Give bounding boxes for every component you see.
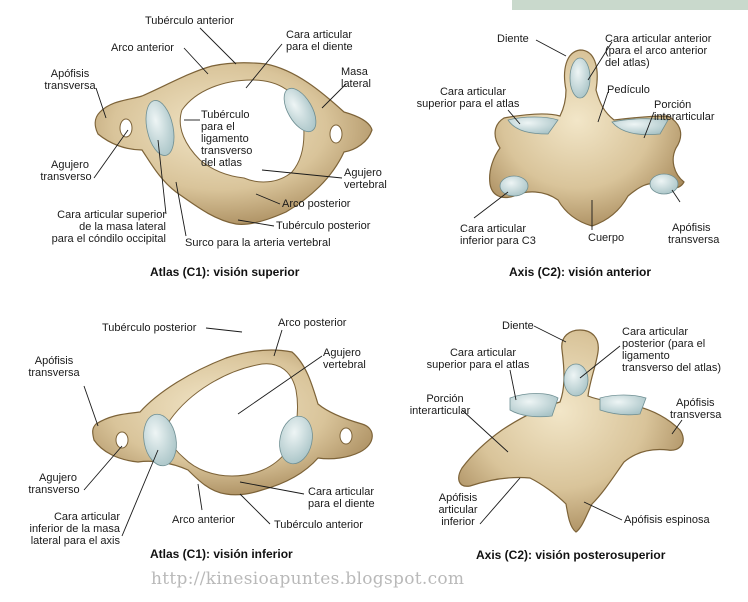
label-cara-ant-3: del atlas) [605, 57, 650, 69]
axis-posterior-facet-right [599, 394, 647, 416]
label-cara-inf-ant-2: inferior para C3 [460, 235, 536, 247]
atlas-inferior-transverse-foramen-left [115, 431, 129, 449]
label-cara-diente-sup-1: Cara articular [286, 29, 353, 41]
label-tub-lig-4: transverso [201, 145, 253, 157]
label-apofisis-sup-1: Apófisis [50, 68, 90, 80]
atlas-superior-facet-left [145, 100, 175, 156]
label-agujero-tr-sup-1: Agujero [51, 159, 89, 171]
label-apofisis-inf-2: transversa [28, 367, 80, 379]
label-tub-lig-2: para el [201, 121, 235, 133]
label-espinosa: Apófisis espinosa [624, 514, 710, 526]
atlas-inferior-facet-right [279, 415, 313, 465]
label-cara-diente-sup-2: para el diente [286, 41, 353, 53]
atlas-inferior-facet-left [143, 413, 177, 467]
label-cara-post-1: Cara articular [622, 326, 689, 338]
label-masa-1: Masa [341, 66, 368, 78]
label-agujero-tr-sup-2: transverso [40, 171, 92, 183]
label-tub-lig-5: del atlas [201, 157, 242, 169]
atlas-inferior-transverse-foramen-right [339, 427, 353, 445]
label-cuerpo: Cuerpo [588, 232, 625, 244]
header-band [512, 0, 748, 10]
label-tuberculo-anterior-inf: Tubérculo anterior [274, 519, 363, 531]
label-cara-post-2: posterior (para el [622, 338, 706, 350]
label-apofisis-inf-1: Apófisis [34, 355, 74, 367]
axis-posterior-body [458, 329, 684, 533]
axis-posterior-dens-facet [563, 363, 589, 397]
label-apofisis-sup-2: transversa [44, 80, 96, 92]
axis-anterior-inferior-facet-right [649, 173, 679, 195]
label-diente-ant: Diente [497, 33, 529, 45]
label-arco-posterior-sup: Arco posterior [282, 198, 351, 210]
atlas-superior-drawing [94, 62, 373, 225]
axis-anterior-drawing [489, 49, 685, 227]
label-agujero-tr-inf-2: transverso [28, 484, 80, 496]
label-cara-sup-2: de la masa lateral [79, 221, 166, 233]
axis-posterior-facet-left [509, 393, 559, 418]
label-arco-anterior-inf: Arco anterior [172, 514, 235, 526]
atlas-superior-transverse-foramen-right [329, 124, 343, 144]
label-tuberculo-posterior-inf: Tubérculo posterior [102, 322, 197, 334]
label-diente-post: Diente [502, 320, 534, 332]
label-apof-art-3: inferior [441, 516, 475, 528]
label-cara-inf-2: inferior de la masa [29, 523, 121, 535]
label-agujero-tr-inf-1: Agujero [39, 472, 77, 484]
label-apof-art-2: articular [438, 504, 478, 516]
label-cara-diente-inf-1: Cara articular [308, 486, 375, 498]
label-cara-post-3: ligamento [622, 350, 670, 362]
atlas-superior-foramen [179, 79, 305, 183]
caption-axis-anterior: Axis (C2): visión anterior [509, 265, 652, 279]
label-surco: Surco para la arteria vertebral [185, 237, 331, 249]
caption-atlas-superior: Atlas (C1): visión superior [150, 265, 300, 279]
label-cara-sup-3: para el cóndilo occipital [51, 233, 166, 245]
label-agujero-v-sup-2: vertebral [344, 179, 387, 191]
label-porcion-post-2: interarticular [409, 405, 471, 417]
label-cara-inf-1: Cara articular [53, 511, 120, 523]
label-cara-inf-ant-1: Cara articular [460, 223, 527, 235]
label-apofisis-ant-1: Apófisis [672, 222, 711, 234]
label-cara-ant-1: Cara articular anterior [605, 33, 712, 45]
axis-anterior-dens-facet [569, 57, 591, 99]
atlas-superior-facet-right [283, 87, 317, 133]
label-porcion-post-1: Porción [426, 393, 464, 405]
watermark-url: http://kinesioapuntes.blogspot.com [151, 569, 465, 589]
caption-atlas-inferior: Atlas (C1): visión inferior [150, 547, 293, 561]
label-arco-anterior-sup: Arco anterior [111, 42, 174, 54]
axis-anterior-body [489, 49, 685, 227]
label-masa-2: lateral [341, 78, 371, 90]
label-apof-art-1: Apófisis [438, 492, 478, 504]
label-porcion-ant-2: interarticular [654, 111, 715, 123]
label-cara-diente-inf-2: para el diente [308, 498, 375, 510]
label-cara-sup-post-2: superior para el atlas [426, 359, 530, 371]
label-cara-post-4: transverso del atlas) [622, 362, 722, 374]
axis-anterior-facet-left [507, 116, 559, 135]
label-apofisis-post-1: Apófisis [676, 397, 715, 409]
caption-axis-posterosuperior: Axis (C2): visión posterosuperior [476, 548, 666, 562]
label-cara-inf-3: lateral para el axis [30, 535, 120, 547]
label-tuberculo-anterior-sup: Tubérculo anterior [145, 15, 234, 27]
axis-posterior-drawing [458, 329, 684, 533]
label-agujero-v-sup-1: Agujero [344, 167, 382, 179]
label-cara-sup-post-1: Cara articular [449, 347, 517, 359]
label-cara-sup-1: Cara articular superior [57, 209, 166, 221]
label-tub-lig-3: ligamento [201, 133, 249, 145]
atlas-inferior-drawing [92, 349, 373, 496]
axis-anterior-facet-right [611, 118, 669, 136]
label-tub-lig-1: Tubérculo [201, 109, 250, 121]
label-apofisis-ant-2: transversa [668, 234, 720, 246]
atlas-superior-transverse-foramen-left [119, 118, 133, 138]
label-tuberculo-posterior-sup: Tubérculo posterior [276, 220, 371, 232]
label-apofisis-post-2: transversa [670, 409, 722, 421]
axis-anterior-inferior-facet-left [499, 175, 529, 197]
label-cara-ant-2: (para el arco anterior [605, 45, 708, 57]
label-agujero-v-inf-2: vertebral [323, 359, 366, 371]
label-arco-posterior-inf: Arco posterior [278, 317, 347, 329]
label-cara-sup-ant-2: superior para el atlas [416, 98, 520, 110]
leader-lines [83, 27, 683, 537]
label-porcion-ant-1: Porción [654, 99, 692, 111]
label-agujero-v-inf-1: Agujero [323, 347, 361, 359]
label-pediculo: Pedículo [607, 84, 650, 96]
label-cara-sup-ant-1: Cara articular [439, 86, 507, 98]
